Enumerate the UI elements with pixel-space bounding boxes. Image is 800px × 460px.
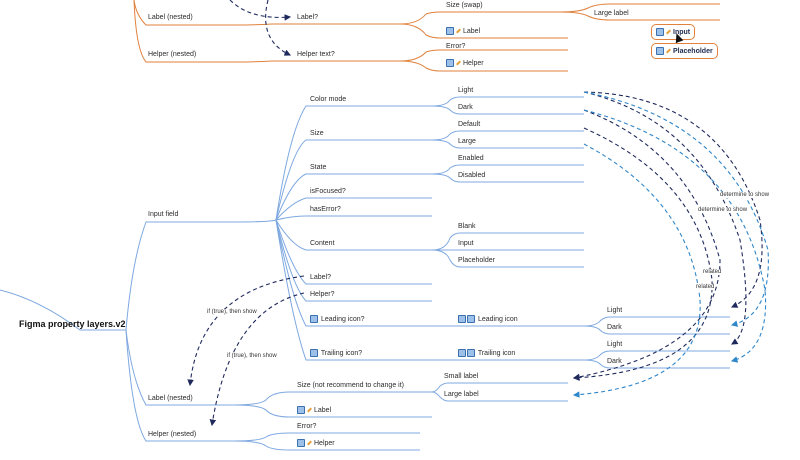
pencil-icon — [666, 48, 671, 54]
pencil-icon — [307, 407, 312, 413]
node-error-question-top[interactable]: Error? — [446, 43, 466, 50]
node-large-label[interactable]: Large label — [444, 391, 479, 398]
node-error-question[interactable]: Error? — [297, 423, 317, 430]
component-icon — [656, 28, 664, 36]
node-dark[interactable]: Dark — [458, 104, 473, 111]
blue-tree-branches — [0, 96, 730, 451]
node-label-component[interactable]: Label — [297, 406, 331, 416]
node-label-question[interactable]: Label? — [310, 274, 332, 281]
node-is-focused[interactable]: isFocused? — [310, 188, 346, 195]
node-color-mode[interactable]: Color mode — [310, 96, 347, 103]
relation-arrows — [187, 0, 769, 427]
node-size[interactable]: Size — [310, 130, 324, 137]
node-helper-text-question[interactable]: Helper text? — [297, 51, 335, 58]
node-size-note[interactable]: Size (not recommend to change it) — [297, 382, 404, 389]
node-helper-component-top[interactable]: Helper — [446, 59, 484, 69]
relation-label-determine-2[interactable]: determine to show — [697, 207, 749, 213]
node-has-error[interactable]: hasError? — [310, 206, 341, 213]
component-icon — [310, 315, 318, 324]
node-helper-nested-top[interactable]: Helper (nested) — [148, 51, 197, 58]
node-leading-icon-question[interactable]: Leading icon? — [310, 315, 365, 325]
tag-placeholder[interactable]: Placeholder — [651, 43, 718, 59]
node-leading-dark[interactable]: Dark — [607, 324, 622, 331]
relation-label-related-1[interactable]: related — [702, 269, 723, 275]
component-icon — [467, 315, 475, 324]
component-icon — [656, 47, 664, 55]
component-icon — [458, 349, 466, 358]
node-trailing-dark[interactable]: Dark — [607, 358, 622, 365]
node-small-label[interactable]: Small label — [444, 373, 479, 380]
relation-label-if-true-1[interactable]: if (true), then show — [206, 309, 258, 315]
component-icon — [297, 439, 305, 448]
node-helper-question[interactable]: Helper? — [310, 291, 335, 298]
tag-text: Placeholder — [673, 47, 713, 55]
relation-label-determine-1[interactable]: determine to show — [719, 192, 771, 198]
node-text: Leading icon — [477, 316, 518, 323]
node-light[interactable]: Light — [458, 87, 474, 94]
tag-text: Input — [673, 28, 691, 36]
component-icon — [446, 59, 454, 68]
node-placeholder[interactable]: Placeholder — [458, 257, 495, 264]
node-text: Trailing icon? — [320, 350, 363, 357]
node-text: Trailing icon — [477, 350, 516, 357]
node-helper-component[interactable]: Helper — [297, 439, 335, 449]
component-icon — [310, 349, 318, 358]
relation-label-related-2[interactable]: related — [695, 284, 716, 290]
node-trailing-light[interactable]: Light — [607, 341, 623, 348]
node-trailing-icon[interactable]: Trailing icon — [458, 349, 515, 359]
component-icon — [467, 349, 475, 358]
node-state[interactable]: State — [310, 164, 327, 171]
component-icon — [297, 406, 305, 415]
node-helper-nested[interactable]: Helper (nested) — [148, 431, 197, 438]
relation-label-if-true-2[interactable]: if (true), then show — [226, 353, 278, 359]
node-disabled[interactable]: Disabled — [458, 172, 486, 179]
node-leading-icon[interactable]: Leading icon — [458, 315, 518, 325]
node-label-component-top[interactable]: Label — [446, 27, 480, 37]
node-leading-light[interactable]: Light — [607, 307, 623, 314]
node-text: Helper — [463, 60, 484, 67]
node-input-field[interactable]: Input field — [148, 211, 179, 218]
node-text: Label — [463, 28, 481, 35]
node-enabled[interactable]: Enabled — [458, 155, 484, 162]
component-icon — [446, 27, 454, 36]
node-size-swap[interactable]: Size (swap) — [446, 2, 483, 9]
node-content[interactable]: Content — [310, 240, 335, 247]
node-text: Leading icon? — [320, 316, 365, 323]
tag-input[interactable]: Input — [651, 24, 696, 40]
node-trailing-icon-question[interactable]: Trailing icon? — [310, 349, 362, 359]
component-icon — [458, 315, 466, 324]
node-text: Helper — [314, 440, 335, 447]
node-default[interactable]: Default — [458, 121, 481, 128]
node-label-nested[interactable]: Label (nested) — [148, 395, 193, 402]
node-label-nested-top[interactable]: Label (nested) — [148, 14, 193, 21]
node-input[interactable]: Input — [458, 240, 474, 247]
node-label-question-top[interactable]: Label? — [297, 14, 319, 21]
node-blank[interactable]: Blank — [458, 223, 476, 230]
pencil-icon — [666, 29, 671, 35]
pencil-icon — [456, 28, 461, 34]
root-node-title[interactable]: Figma property layers.v2 — [19, 319, 126, 329]
pencil-icon — [456, 60, 461, 66]
node-large[interactable]: Large — [458, 138, 476, 145]
node-large-label-top[interactable]: Large label — [594, 10, 629, 17]
node-text: Label — [314, 407, 332, 414]
top-orange-branches — [133, 0, 720, 72]
pencil-icon — [307, 440, 312, 446]
